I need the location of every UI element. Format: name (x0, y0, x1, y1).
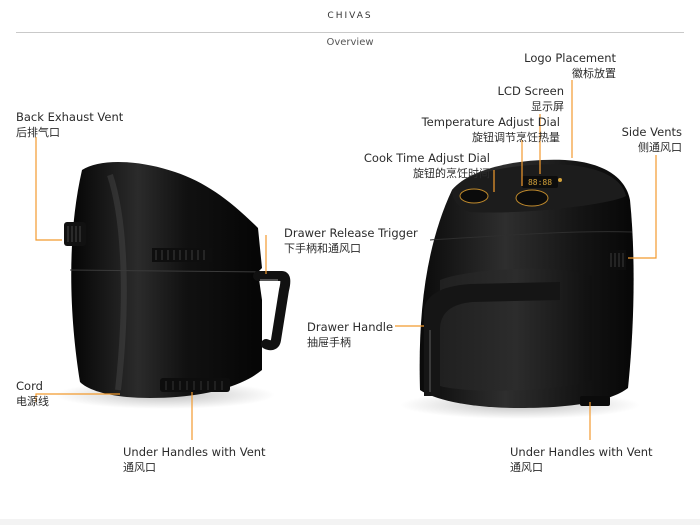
callout-lines (35, 80, 657, 440)
callout-logo-placement: Logo Placement 徽标放置 (524, 51, 616, 80)
air-fryer-front-view: 88:88 (400, 159, 640, 419)
callout-under-handles-left: Under Handles with Vent 通风口 (123, 445, 266, 474)
back-exhaust-vent (64, 222, 86, 246)
callout-lcd-screen: LCD Screen 显示屏 (497, 84, 564, 113)
left-body-highlight (107, 174, 127, 391)
cook-time-dial (459, 188, 489, 204)
right-under-vent (580, 396, 610, 406)
logo-mark (558, 178, 562, 182)
right-drawer-handle (424, 282, 560, 396)
side-vent (608, 250, 626, 270)
callout-cord: Cord 电源线 (16, 379, 49, 408)
left-body (71, 161, 262, 398)
callout-side-vents: Side Vents 侧通风口 (621, 125, 682, 154)
temperature-dial (515, 189, 549, 207)
brand-name: CHIVAS (327, 11, 373, 21)
left-drawer-handle (253, 271, 291, 351)
air-fryer-side-view (55, 161, 291, 409)
header-divider (16, 32, 684, 33)
lcd-digits: 88:88 (528, 178, 552, 187)
callout-drawer-handle: Drawer Handle 抽屉手柄 (307, 320, 394, 349)
back-vent-slots (67, 226, 81, 242)
right-seam (429, 231, 633, 241)
leader-side-vents (628, 155, 657, 259)
left-under-vent (160, 378, 230, 392)
callout-drawer-release-trigger: Drawer Release Trigger 下手柄和通风口 (284, 226, 418, 255)
page-subtitle: Overview (326, 37, 374, 48)
callout-back-exhaust-vent: Back Exhaust Vent 后排气口 (16, 110, 124, 139)
footer-band (0, 519, 700, 525)
callout-temperature-dial: Temperature Adjust Dial 旋钮调节烹饪热量 (421, 115, 560, 144)
callout-under-handles-right: Under Handles with Vent 通风口 (510, 445, 653, 474)
left-side-vent (152, 248, 212, 262)
leader-back-exhaust (35, 137, 62, 241)
left-seam (69, 269, 263, 273)
callout-cook-time-dial: Cook Time Adjust Dial 旋钮的烹饪时间 (363, 151, 490, 180)
right-control-panel (452, 164, 626, 213)
leader-cord (35, 393, 120, 402)
lcd-screen (522, 176, 558, 188)
